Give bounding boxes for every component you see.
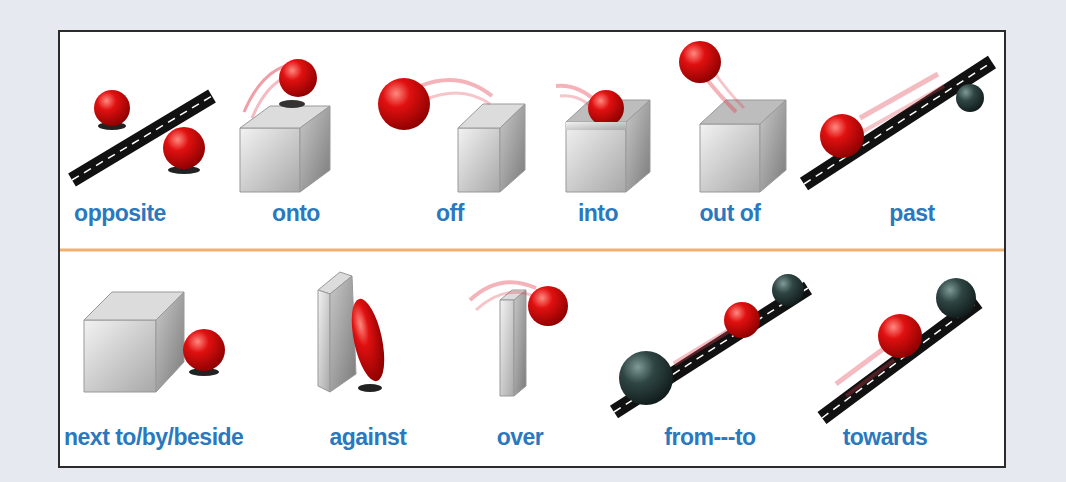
red-ball [279, 59, 317, 97]
slab-face [318, 290, 330, 392]
dark-ball [936, 278, 976, 318]
preposition-label: from---to [664, 424, 755, 451]
red-ball [346, 296, 391, 384]
road [614, 288, 808, 412]
road-marking [72, 96, 212, 180]
cube-side [300, 106, 330, 192]
preposition-label: against [329, 424, 406, 451]
dark-ball [772, 274, 804, 306]
dark-ball [619, 351, 673, 405]
road [72, 96, 212, 180]
red-ball [378, 78, 430, 130]
preposition-label: out of [700, 200, 761, 227]
cube-side [760, 100, 786, 192]
road-marking [614, 288, 808, 412]
preposition-label: over [497, 424, 544, 451]
motion-streak [846, 360, 894, 396]
red-ball [528, 286, 568, 326]
red-ball [183, 329, 225, 371]
preposition-label: off [436, 200, 464, 227]
shadow [358, 384, 382, 392]
preposition-label: past [889, 200, 934, 227]
red-ball [724, 302, 760, 338]
dark-ball [956, 84, 984, 112]
motion-streak [862, 86, 944, 132]
shadow [279, 100, 305, 108]
motion-streak [714, 72, 744, 108]
preposition-label: next to/by/beside [64, 424, 243, 451]
past-figure [804, 62, 992, 184]
red-ball [94, 90, 130, 126]
motion-streak [470, 282, 536, 300]
next-to-figure [84, 292, 225, 392]
cube-face [458, 128, 500, 192]
road-marking [804, 62, 992, 184]
cube-side [626, 100, 650, 192]
cube-face [566, 122, 626, 192]
road [804, 62, 992, 184]
preposition-label: onto [272, 200, 320, 227]
from-to-figure [614, 274, 808, 412]
motion-streak [836, 344, 890, 384]
into-figure [556, 86, 650, 192]
against-figure [318, 272, 390, 392]
red-ball [588, 90, 624, 126]
opposite-figure [72, 90, 212, 180]
off-figure [378, 78, 525, 192]
red-ball [163, 127, 205, 169]
cube-side [500, 104, 525, 192]
red-ball [679, 41, 721, 83]
red-ball [820, 114, 864, 158]
slab-side [330, 276, 356, 392]
cube-rim [566, 122, 626, 130]
motion-streak [674, 330, 730, 364]
cube-face [240, 128, 300, 192]
road-marking [822, 302, 978, 418]
road [822, 302, 978, 418]
motion-streak [476, 292, 534, 310]
out-of-figure [679, 41, 786, 192]
cube-side [156, 292, 184, 392]
divider-line [60, 249, 1004, 252]
towards-figure [822, 278, 978, 418]
preposition-label: into [578, 200, 618, 227]
cube-face [700, 124, 760, 192]
over-figure [470, 282, 568, 396]
red-ball [878, 314, 922, 358]
cube-face [84, 320, 156, 392]
slab-face [500, 300, 514, 396]
slab-side [514, 290, 526, 396]
preposition-label: towards [843, 424, 928, 451]
onto-figure [240, 59, 330, 192]
motion-streak [424, 93, 490, 104]
preposition-label: opposite [74, 200, 166, 227]
